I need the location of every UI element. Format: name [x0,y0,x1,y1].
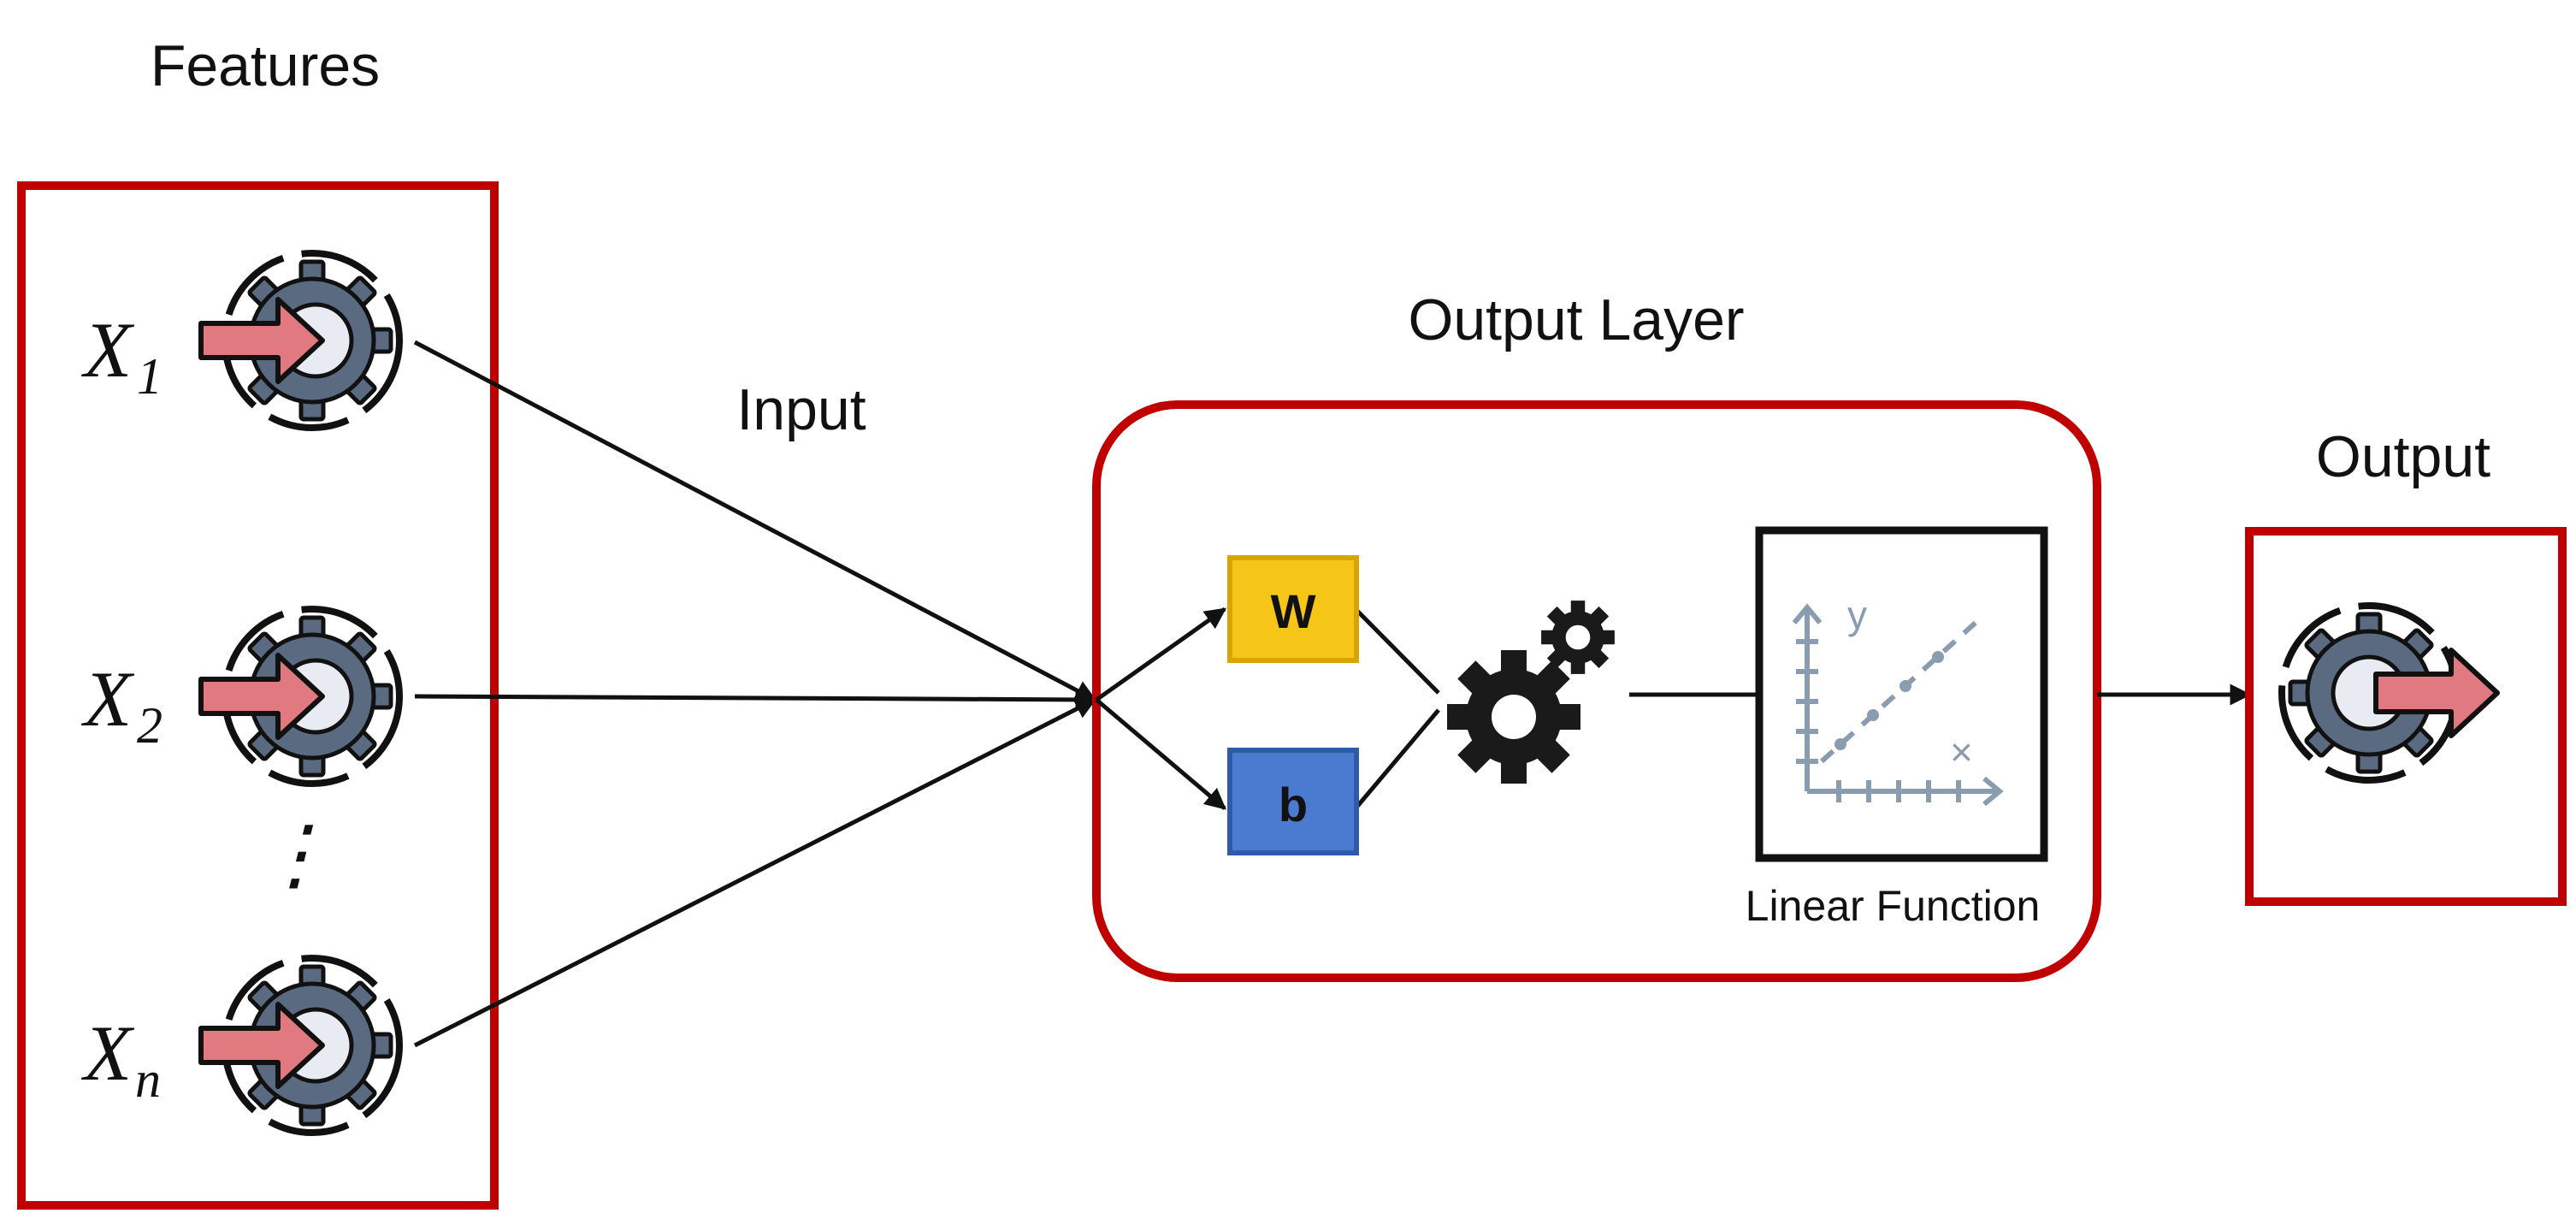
line-bias-to-gears [1354,708,1440,810]
input-line-x1 [413,340,1097,702]
plot-y-label: y [1847,593,1867,637]
output-label: Output [2316,424,2490,489]
linear-function-label: Linear Function [1746,882,2041,930]
input-line-x2 [414,689,1097,711]
linear-plot-frame [1755,526,2048,862]
feature-xn-label: X [80,1009,135,1097]
feature-xn: X n [80,958,399,1133]
input-label: Input [736,377,866,442]
feature-x1-label: X [80,306,135,394]
weight-box-bg [1227,555,1359,663]
feature-x2-label: X [80,655,135,743]
plot-x-label: × [1950,730,1973,774]
bias-box: b [1227,748,1359,855]
output-gear-icon [2282,606,2497,780]
ellipsis: ⋮ [256,811,334,898]
bias-box-letter: b [1279,778,1308,832]
bias-box-bg [1227,748,1359,855]
weight-box-letter: W [1271,584,1316,638]
weight-box: W [1227,555,1359,663]
feature-x1: X 1 [80,253,399,428]
feature-xn-subscript: n [135,1051,161,1108]
input-connections [413,340,1097,1048]
line-to-bias [1095,698,1226,810]
feature-x2-subscript: 2 [137,697,162,754]
input-gear-icon [201,253,399,428]
line-weight-to-gears [1354,607,1440,695]
input-gear-icon [201,609,399,784]
input-gear-icon [201,958,399,1133]
gears-icon [1447,601,1615,784]
features-label: Features [151,33,380,98]
line-to-weight [1095,607,1227,702]
input-line-xn [413,697,1097,1048]
output-layer-label: Output Layer [1408,287,1744,352]
linear-plot-icon: y × [1755,526,2048,862]
feature-x1-subscript: 1 [137,348,162,405]
output-layer-frame [1092,400,2101,982]
feature-x2: X 2 [80,609,399,784]
output-frame [2245,527,2567,906]
layer-connections [1095,607,1759,810]
